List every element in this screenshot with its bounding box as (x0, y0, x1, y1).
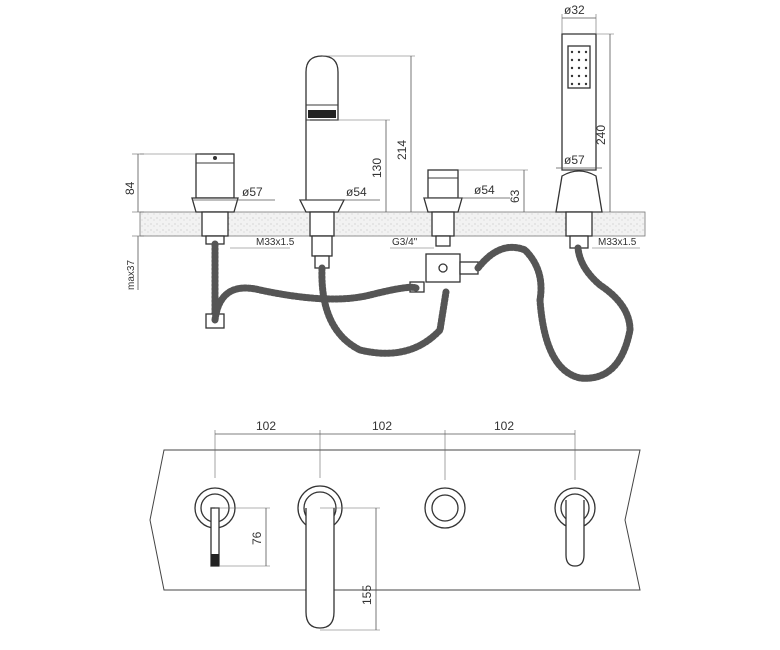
side-view: 84 max37 ø57 ø54 130 214 ø54 63 ø32 ø57 … (123, 3, 646, 382)
hand-shower (555, 33, 603, 249)
side-dimension-labels: 84 max37 ø57 ø54 130 214 ø54 63 ø32 ø57 … (123, 3, 637, 290)
spray-holes (570, 50, 588, 86)
left-valve (191, 153, 239, 329)
deck-outline (149, 449, 641, 591)
spout-top (297, 485, 343, 629)
dim-spout-155: 155 (360, 585, 374, 605)
dim-height-84: 84 (123, 181, 137, 195)
dim-dia-54-spout: ø54 (346, 185, 367, 199)
diverter-top (424, 487, 466, 529)
thread-label-left: M33x1.5 (256, 237, 295, 248)
dim-height-63: 63 (508, 189, 522, 203)
dim-dia-57-shower: ø57 (564, 153, 585, 167)
top-view: 102 102 102 76 155 (149, 419, 641, 631)
dim-lever-76: 76 (250, 531, 264, 545)
side-dimensions (132, 14, 640, 290)
dim-height-214: 214 (395, 140, 409, 160)
dim-dia-57-left: ø57 (242, 185, 263, 199)
diverter (409, 169, 479, 293)
dim-spacing-2: 102 (372, 419, 392, 433)
thread-label-shower: M33x1.5 (598, 237, 637, 248)
dim-max-depth: max37 (126, 260, 137, 290)
dim-height-130: 130 (370, 158, 384, 178)
dim-spacing-1: 102 (256, 419, 276, 433)
thread-label-diverter: G3/4" (392, 237, 418, 248)
flexible-hoses (211, 243, 634, 382)
shower-top (554, 487, 596, 567)
dim-spacing-3: 102 (494, 419, 514, 433)
dim-height-240: 240 (594, 125, 608, 145)
dim-dia-54-diverter: ø54 (474, 183, 495, 197)
dim-dia-32: ø32 (564, 3, 585, 17)
